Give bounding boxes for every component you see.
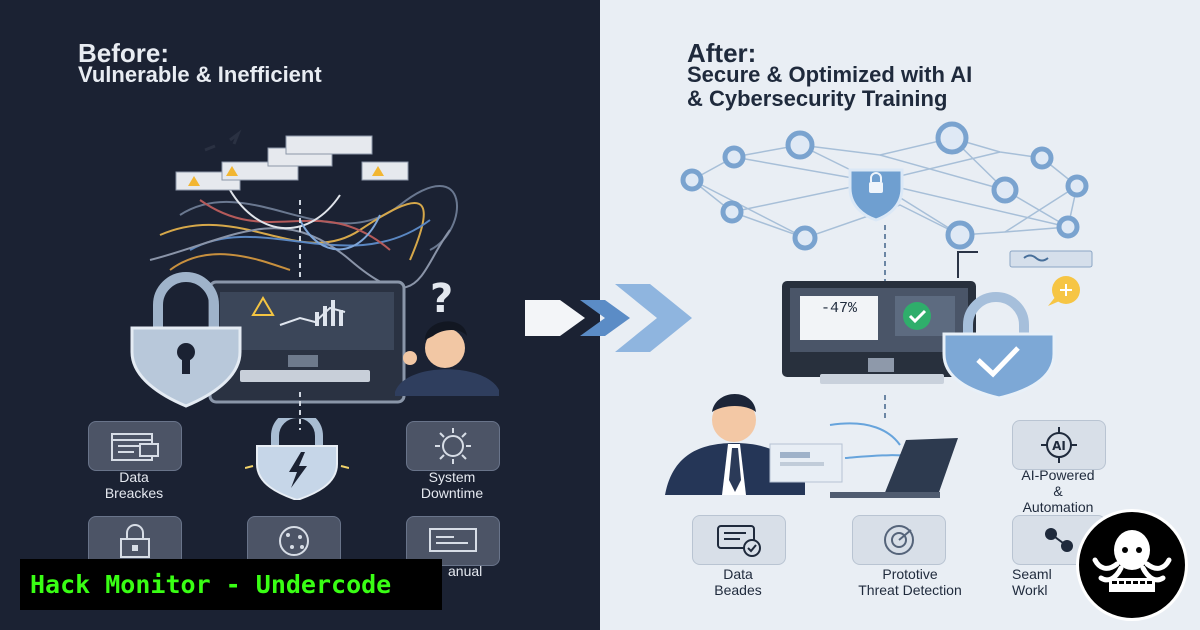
shield-check-icon (942, 292, 1056, 400)
data-beades-caption: Data Beades (688, 566, 788, 598)
data-breaches-tile (88, 421, 182, 471)
network-nodes (680, 121, 1089, 251)
caption-line: Automation (1022, 499, 1094, 515)
padlock-icon (120, 524, 150, 558)
after-title: After: (687, 38, 757, 68)
caption-line: Beades (714, 582, 762, 598)
chat-bubble-icon (957, 250, 1093, 306)
monitor-icon (782, 281, 976, 384)
radar-icon (884, 525, 914, 555)
broken-lock-shield-icon (244, 410, 350, 502)
caption-line: Threat Detection (858, 582, 962, 598)
data-breaches-caption: Data Breackes (84, 469, 184, 501)
arrow-right-icon (525, 284, 692, 352)
brand-text: Hack Monitor - Undercode (30, 570, 392, 599)
burst-icon (435, 428, 471, 464)
octopus-icon (1082, 515, 1182, 615)
threat-detection-caption: Prototive Threat Detection (820, 566, 1000, 598)
manual-caption: anual (448, 563, 483, 579)
system-downtime-caption: System Downtime (398, 469, 506, 501)
ai-automation-caption: AI-Powered & Automation (996, 467, 1120, 515)
after-subtitle-line2: & Cybersecurity Training (687, 86, 948, 111)
padlock-icon (130, 272, 242, 408)
caption-line: System (428, 469, 476, 485)
svg-text:AI: AI (1052, 439, 1066, 453)
seamless-workflow-caption: Seaml Workl (1012, 566, 1072, 598)
before-title: Before: (78, 38, 170, 68)
question-mark-icon: ? (430, 276, 453, 322)
monitor-readout: -47% (820, 300, 857, 317)
warning-window-icons (175, 129, 409, 191)
caption-line: Downtime (420, 485, 484, 501)
manual-tile (406, 516, 500, 566)
brand-banner: Hack Monitor - Undercode (20, 559, 442, 610)
caption-line: & (1053, 483, 1063, 499)
caption-line: AI-Powered (1021, 467, 1095, 483)
after-subtitle-line1: Secure & Optimized with AI (687, 62, 973, 87)
chat-check-icon (717, 525, 761, 557)
scatter-icon (279, 526, 309, 556)
monitor-icon (208, 280, 406, 404)
browser-window-icon (111, 433, 159, 461)
caption-line: Data (119, 469, 149, 485)
stressed-person-icon (395, 321, 499, 396)
caption-line: Prototive (882, 566, 938, 582)
workflow-icon (1045, 528, 1073, 552)
tangled-wires-icon (149, 185, 458, 289)
padlock-tile (88, 516, 182, 566)
data-beades-tile (692, 515, 786, 565)
caption-line: Workl (1012, 582, 1048, 598)
ai-automation-tile: AI (1012, 420, 1106, 470)
businessman-icon (665, 394, 958, 498)
system-downtime-tile (406, 421, 500, 471)
caption-line: Data (723, 566, 753, 582)
caption-line: Seaml (1012, 566, 1052, 582)
threat-detection-tile (852, 515, 946, 565)
terminal-icon (429, 528, 477, 552)
shield-lock-icon (848, 168, 904, 222)
ai-chip-icon: AI (1041, 427, 1077, 463)
octopus-logo (1076, 509, 1188, 621)
before-subtitle: Vulnerable & Inefficient (78, 62, 322, 87)
caption-line: Breackes (104, 485, 164, 501)
